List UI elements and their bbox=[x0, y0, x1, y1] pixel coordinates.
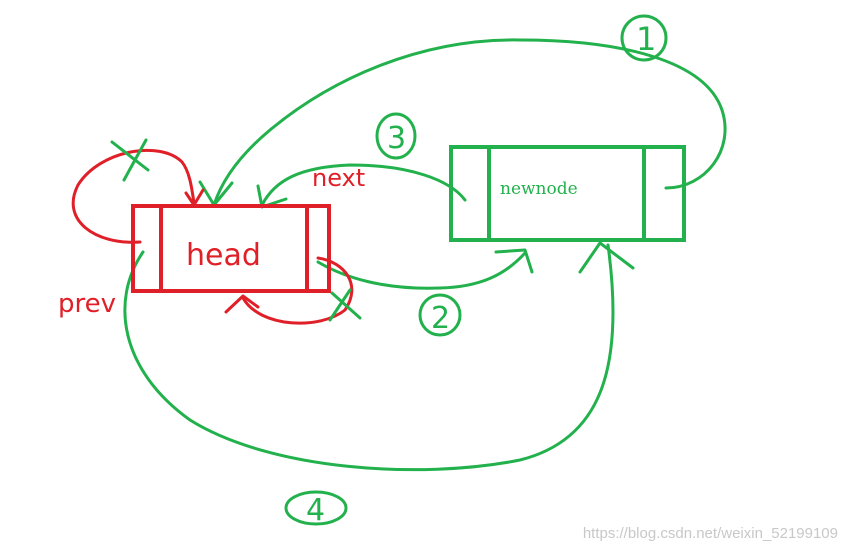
step-1-circle bbox=[620, 14, 668, 62]
arrow-step4-head-prev-to-newnode bbox=[123, 243, 615, 472]
arrowhead-step4 bbox=[578, 241, 635, 274]
old-next-self-loop bbox=[241, 256, 354, 325]
arrowhead-step1 bbox=[198, 180, 234, 207]
head-node bbox=[131, 204, 331, 293]
arrow-step1-newnode-next-to-head bbox=[212, 38, 727, 207]
arrow-step3-newnode-prev-to-head bbox=[260, 163, 467, 207]
step-3-circle bbox=[375, 112, 417, 160]
cross-mark-prev-loop bbox=[110, 138, 150, 182]
old-prev-self-loop bbox=[71, 148, 196, 244]
next-pointer-label: next bbox=[312, 164, 365, 192]
head-label: head bbox=[186, 238, 261, 273]
newnode-label: newnode bbox=[500, 179, 578, 199]
step-4-number: 4 bbox=[306, 493, 325, 528]
watermark: https://blog.csdn.net/weixin_52199109 bbox=[583, 525, 838, 542]
prev-pointer-label: prev bbox=[58, 289, 116, 319]
step-1-number: 1 bbox=[636, 20, 656, 58]
arrowhead-step2 bbox=[494, 248, 534, 274]
step-2-circle bbox=[418, 293, 462, 337]
step-2-number: 2 bbox=[431, 301, 450, 336]
arrow-step2-head-next-to-newnode bbox=[316, 251, 527, 290]
newnode-node bbox=[449, 145, 686, 242]
old-next-arrowhead bbox=[224, 294, 260, 314]
step-3-number: 3 bbox=[387, 121, 406, 156]
step-4-circle bbox=[284, 490, 348, 526]
cross-mark-next-loop bbox=[328, 288, 362, 322]
